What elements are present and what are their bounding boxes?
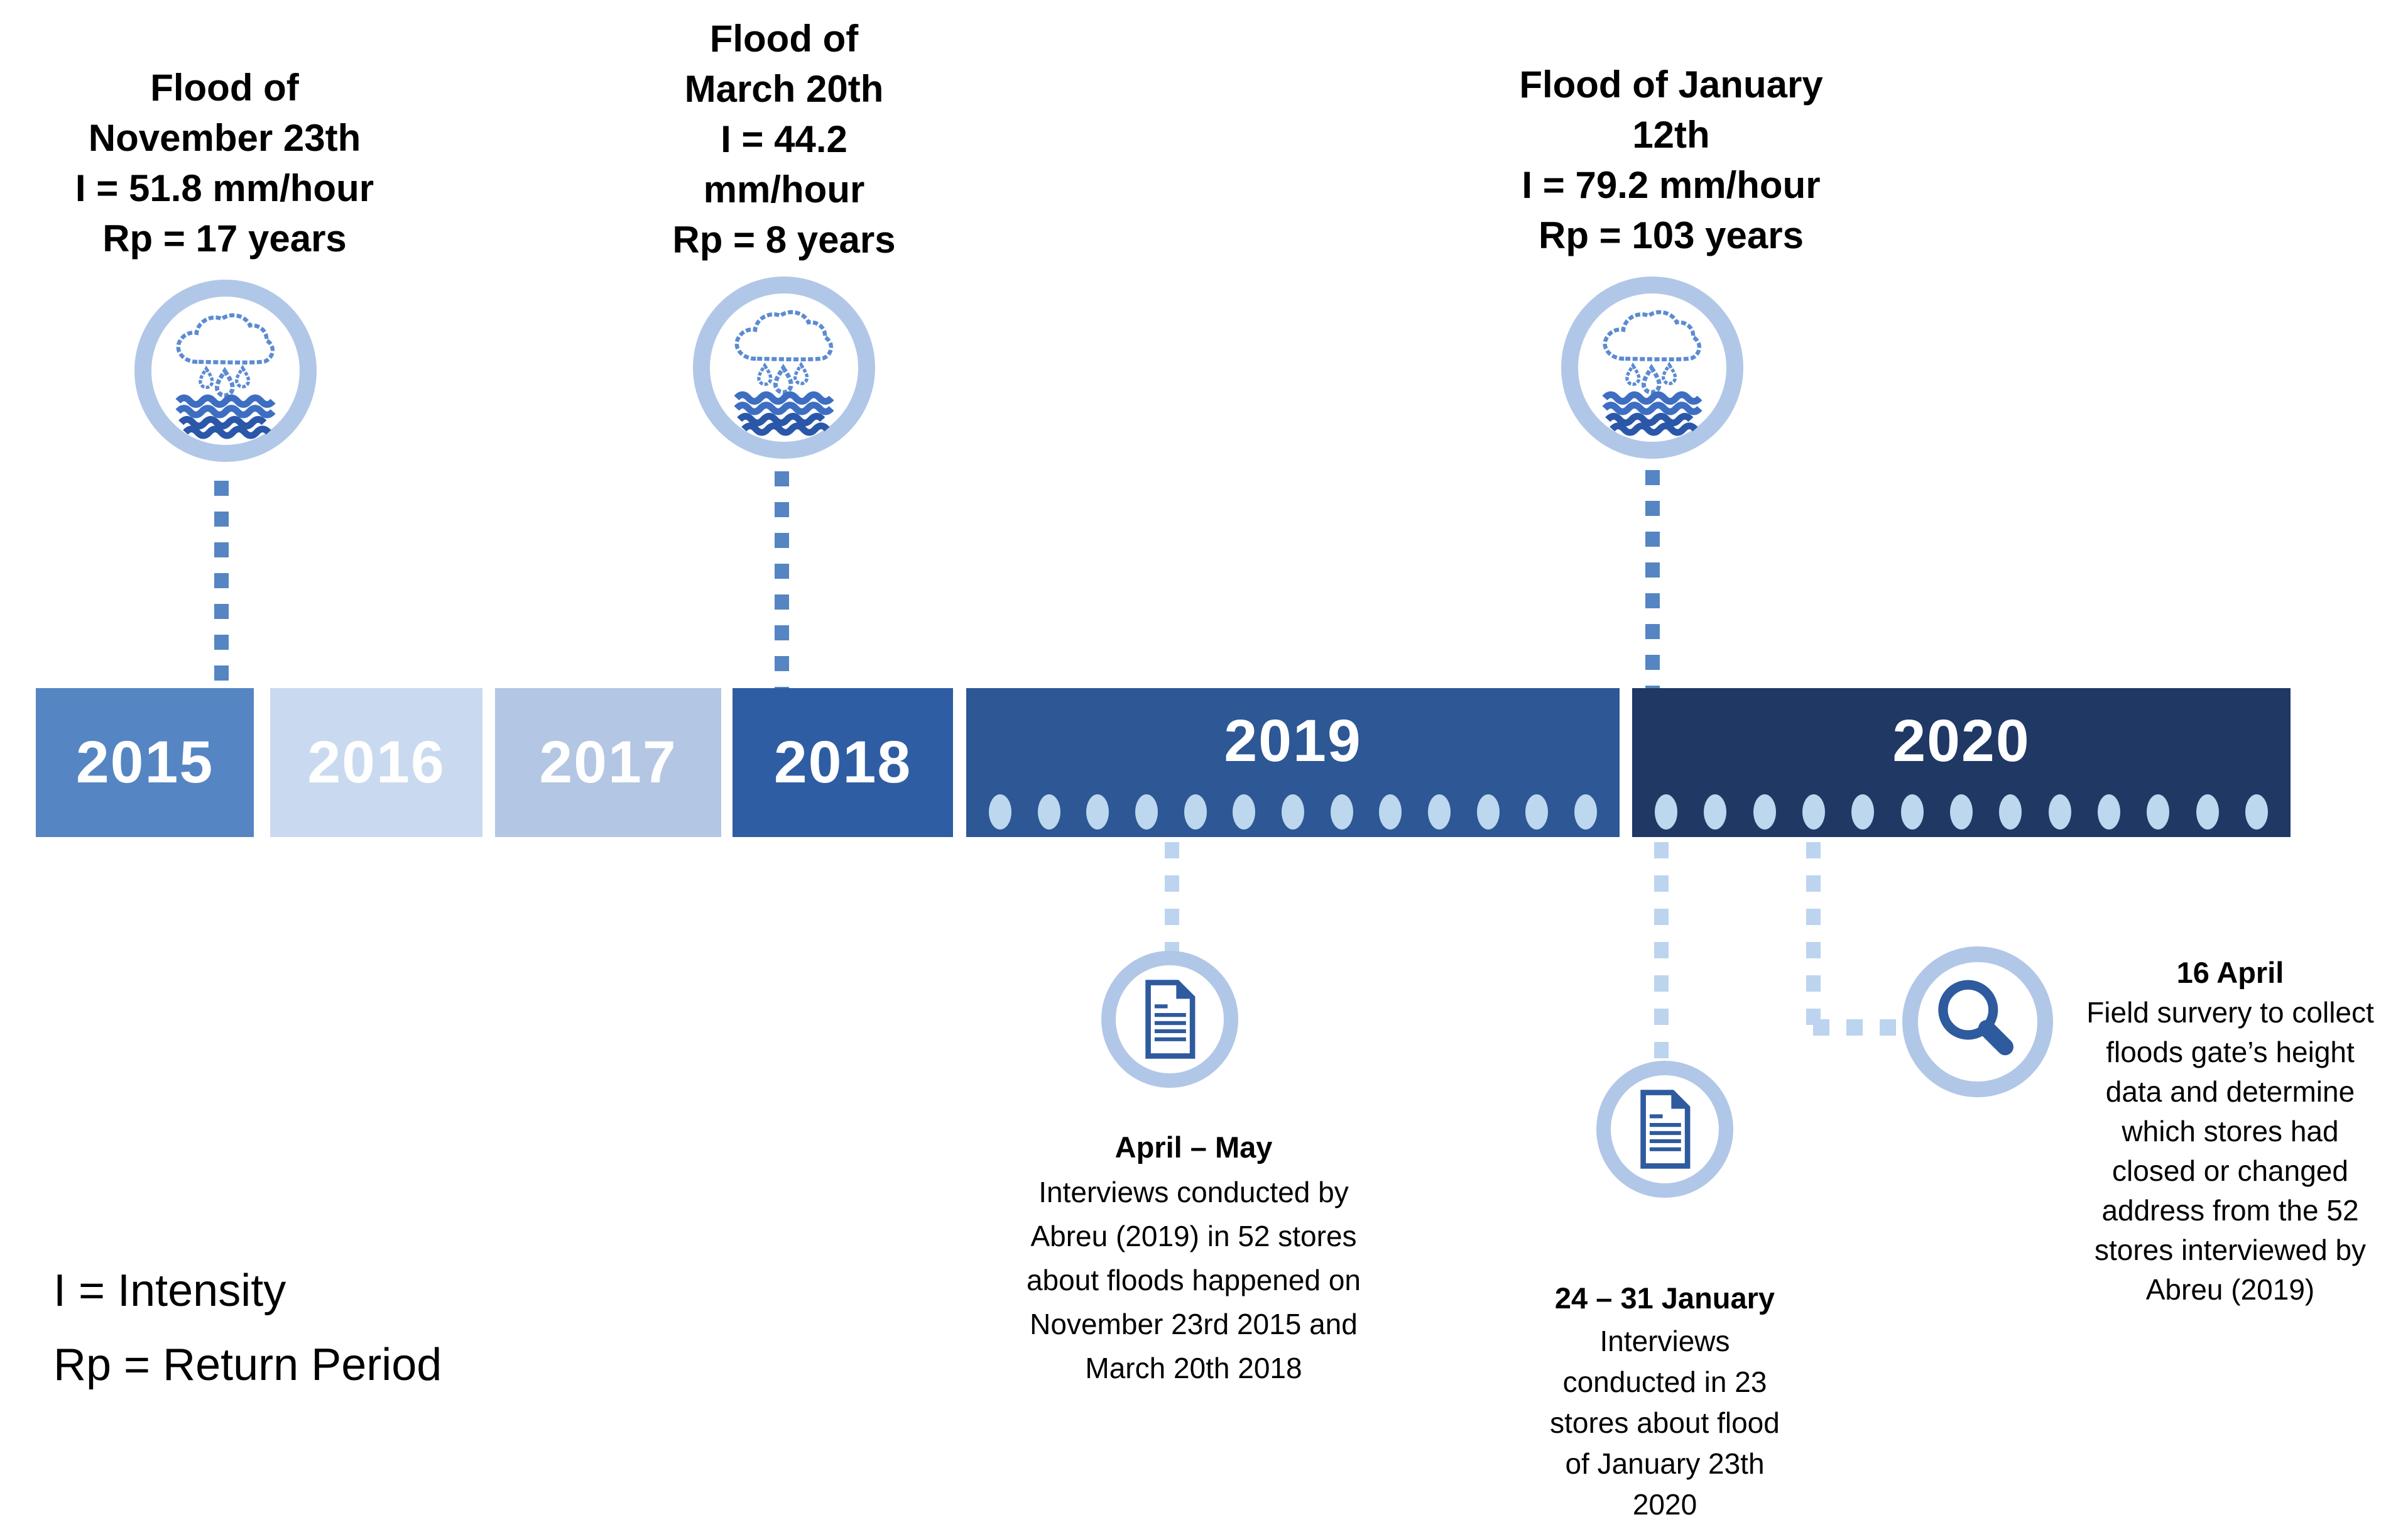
timeline-dot	[1999, 794, 2022, 830]
event-description: Field survery to collect floods gate’s h…	[2086, 996, 2374, 1306]
flood-event-label: Flood of January 12th I = 79.2 mm/hour R…	[1519, 63, 1823, 256]
timeline-dot	[2245, 794, 2268, 830]
timeline-dot	[1949, 794, 1973, 830]
timeline-dot	[1655, 794, 1677, 830]
dashed-connector	[1165, 842, 1179, 951]
dashed-connector	[775, 471, 789, 689]
timeline-dot	[2097, 794, 2120, 830]
flood-event-label: Flood of November 23th I = 51.8 mm/hour …	[75, 67, 374, 260]
timeline-year-2019: 2019	[966, 688, 1620, 837]
legend-text: I = Intensity Rp = Return Period	[53, 1266, 442, 1390]
flood-event-label: Flood of March 20th I = 44.2 mm/hour Rp …	[672, 18, 896, 261]
event-date-heading: 16 April	[2176, 956, 2284, 989]
year-label: 2020	[1892, 708, 2030, 774]
timeline-dot	[1184, 794, 1207, 830]
dot-row	[1655, 794, 2268, 830]
year-label: 2015	[75, 729, 214, 796]
document-icon	[1145, 980, 1196, 1059]
timeline-dot	[1281, 794, 1304, 830]
dot-row	[989, 794, 1597, 830]
year-label: 2016	[307, 729, 445, 796]
dashed-connector	[1645, 470, 1660, 689]
dashed-connector	[1654, 842, 1669, 1062]
timeline-year-2020: 2020	[1632, 688, 2291, 837]
timeline-dot	[2147, 794, 2170, 830]
flood-event-icon	[1561, 277, 1743, 459]
document-event-icon	[1596, 1061, 1733, 1198]
timeline-dot	[1574, 794, 1597, 830]
document-event-icon	[1101, 951, 1238, 1088]
event-description: Interviews conducted by Abreu (2019) in …	[1026, 1176, 1361, 1384]
event-date-heading: 24 – 31 January	[1554, 1281, 1775, 1315]
timeline-dot	[1037, 794, 1060, 830]
timeline-dot	[989, 794, 1011, 830]
year-label: 2018	[773, 729, 912, 796]
year-label: 2017	[539, 729, 677, 796]
cloud-rain-waves-icon	[734, 310, 834, 436]
timeline-year-2018: 2018	[733, 688, 953, 837]
timeline-dot	[1476, 794, 1500, 830]
cloud-rain-waves-icon	[1602, 310, 1702, 436]
timeline-dot	[2048, 794, 2071, 830]
dashed-connector	[214, 481, 229, 689]
document-icon	[1640, 1090, 1691, 1169]
timeline-dot	[1135, 794, 1158, 830]
timeline-dot	[2196, 794, 2219, 830]
survey-event-icon	[1902, 946, 2053, 1097]
timeline-dot	[1753, 794, 1776, 830]
cloud-rain-waves-icon	[175, 313, 276, 439]
timeline-dot	[1379, 794, 1402, 830]
dashed-connector	[1813, 1019, 1906, 1036]
magnifier-icon	[1938, 980, 2013, 1056]
timeline-dot	[1427, 794, 1451, 830]
timeline-dot	[1330, 794, 1353, 830]
year-label: 2019	[1224, 708, 1362, 774]
timeline-dot	[1525, 794, 1549, 830]
timeline-dot	[1233, 794, 1256, 830]
timeline-dot	[1086, 794, 1109, 830]
dashed-connector	[1806, 842, 1821, 1038]
timeline-dot	[1851, 794, 1875, 830]
event-description: Interviews conducted in 23 stores about …	[1550, 1325, 1780, 1517]
flood-event-icon	[134, 280, 317, 462]
event-date-heading: April – May	[1114, 1131, 1273, 1164]
timeline-year-2016: 2016	[270, 688, 482, 837]
timeline-dot	[1900, 794, 1924, 830]
timeline-dot	[1802, 794, 1825, 830]
timeline-dot	[1704, 794, 1727, 830]
timeline-year-2017: 2017	[495, 688, 721, 837]
flood-event-icon	[693, 277, 875, 459]
timeline-year-2015: 2015	[36, 688, 254, 837]
